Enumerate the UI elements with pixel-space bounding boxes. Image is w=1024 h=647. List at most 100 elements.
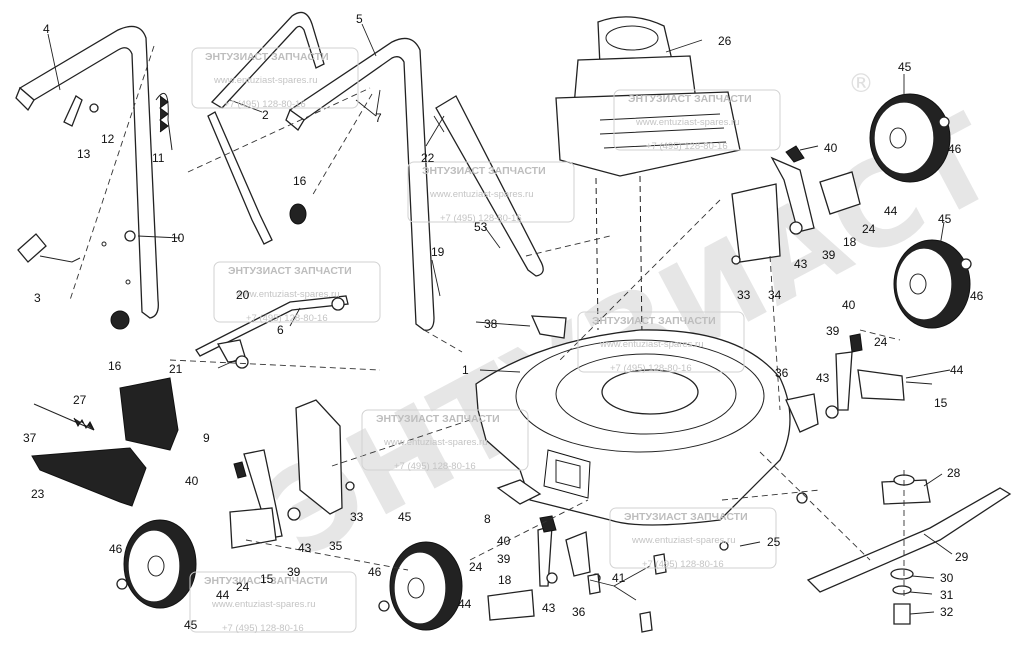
callout-27: 27 — [73, 393, 87, 407]
watermark-phone: +7 (495) 128-80-16 — [642, 559, 724, 570]
rear-right-adjuster — [731, 145, 861, 265]
bolt-32 — [893, 603, 911, 625]
watermark-site: www.entuziast-spares.ru — [429, 189, 533, 200]
wheel-bottom-left — [116, 519, 197, 609]
callout-45d: 45 — [184, 618, 198, 632]
callout-40b: 40 — [842, 298, 856, 312]
rod-37 — [33, 403, 95, 431]
watermark-phone: +7 (495) 128-80-16 — [246, 313, 328, 324]
callout-39d: 39 — [287, 565, 301, 579]
callout-21: 21 — [169, 362, 183, 376]
callout-11: 11 — [152, 151, 165, 165]
watermark-title: ЭНТУЗИАСТ ЗАПЧАСТИ — [376, 413, 500, 425]
watermark-box-2: ЭНТУЗИАСТ ЗАПЧАСТИ www.entuziast-spares.… — [613, 89, 781, 152]
callout-15a: 15 — [934, 396, 948, 410]
watermark-box-4: ЭНТУЗИАСТ ЗАПЧАСТИ www.entuziast-spares.… — [213, 261, 381, 324]
callout-44c: 44 — [458, 597, 472, 611]
callout-7: 7 — [375, 111, 382, 125]
spring-27 — [73, 417, 95, 431]
registered-mark: ® — [848, 69, 874, 99]
watermark-title: ЭНТУЗИАСТ ЗАПЧАСТИ — [228, 265, 352, 277]
knob-16b — [110, 310, 130, 330]
callout-23: 23 — [31, 487, 45, 501]
watermark-box-5: ЭНТУЗИАСТ ЗАПЧАСТИ www.entuziast-spares.… — [577, 311, 745, 374]
callout-6: 6 — [277, 323, 284, 337]
spring-11 — [159, 95, 169, 133]
watermark-phone: +7 (495) 128-80-16 — [224, 99, 306, 110]
bolt-41c — [639, 611, 653, 633]
watermark-phone: +7 (495) 128-80-16 — [394, 461, 476, 472]
latch-8 — [496, 479, 542, 505]
callout-28: 28 — [947, 466, 961, 480]
callout-46c: 46 — [368, 565, 382, 579]
rear-flap-9 — [119, 377, 179, 451]
callout-18b: 18 — [498, 573, 512, 587]
watermark-title: ЭНТУЗИАСТ ЗАПЧАСТИ — [204, 575, 328, 587]
watermark-title: ЭНТУЗИАСТ ЗАПЧАСТИ — [422, 165, 546, 177]
callout-2: 2 — [262, 108, 269, 122]
blade-29 — [806, 487, 1012, 593]
washer-31 — [892, 585, 912, 595]
callout-39a: 39 — [822, 248, 836, 262]
callout-26: 26 — [718, 34, 732, 48]
wheel-bottom-center — [378, 541, 463, 631]
callout-38: 38 — [484, 317, 498, 331]
watermark-title: ЭНТУЗИАСТ ЗАПЧАСТИ — [624, 511, 748, 523]
callout-36a: 36 — [775, 366, 789, 380]
watermark-site: www.entuziast-spares.ru — [235, 289, 339, 300]
callout-39b: 39 — [826, 324, 840, 338]
watermark-box-8: ЭНТУЗИАСТ ЗАПЧАСТИ www.entuziast-spares.… — [189, 571, 357, 634]
watermark-site: www.entuziast-spares.ru — [631, 535, 735, 546]
callout-33a: 33 — [737, 288, 751, 302]
callout-44b: 44 — [950, 363, 964, 377]
watermark-phone: +7 (495) 128-80-16 — [610, 363, 692, 374]
callout-46d: 46 — [109, 542, 123, 556]
callout-43a: 43 — [794, 257, 808, 271]
lever-13 — [63, 95, 83, 127]
mower-deck-1 — [475, 329, 791, 526]
watermark-box-3: ЭНТУЗИАСТ ЗАПЧАСТИ www.entuziast-spares.… — [407, 161, 575, 224]
watermark-phone: +7 (495) 128-80-16 — [222, 623, 304, 634]
callout-43b: 43 — [816, 371, 830, 385]
callout-9: 9 — [203, 431, 210, 445]
washer-30 — [890, 568, 914, 580]
callout-45a: 45 — [898, 60, 912, 74]
callout-22: 22 — [421, 151, 435, 165]
callout-18a: 18 — [843, 235, 857, 249]
callout-39c: 39 — [497, 552, 511, 566]
watermark-phone: +7 (495) 128-80-16 — [646, 141, 728, 152]
callout-3: 3 — [34, 291, 41, 305]
plate-38 — [530, 315, 567, 339]
callout-24b: 24 — [874, 335, 888, 349]
callout-32: 32 — [940, 605, 954, 619]
callout-13: 13 — [77, 147, 91, 161]
callout-44a: 44 — [884, 204, 898, 218]
callout-33b: 33 — [350, 510, 364, 524]
knob-16a — [289, 203, 307, 225]
callout-15b: 15 — [260, 572, 274, 586]
callout-labels: 1 2 3 4 5 6 7 8 9 10 11 12 13 15 15 16 1… — [23, 12, 984, 632]
callout-46b: 46 — [970, 289, 984, 303]
callout-16b: 16 — [108, 359, 122, 373]
callout-8: 8 — [484, 512, 491, 526]
handle-lower-right — [435, 95, 544, 277]
callout-20: 20 — [236, 288, 250, 302]
callout-43d: 43 — [298, 541, 312, 555]
callout-24a: 24 — [862, 222, 876, 236]
callout-29: 29 — [955, 550, 969, 564]
nut-25b — [719, 541, 729, 551]
watermark-phone: +7 (495) 128-80-16 — [440, 213, 522, 224]
watermark-site: www.entuziast-spares.ru — [383, 437, 487, 448]
assembly-lines — [69, 45, 901, 571]
lower-handle — [15, 25, 159, 319]
watermark-box-6: ЭНТУЗИАСТ ЗАПЧАСТИ www.entuziast-spares.… — [361, 409, 529, 472]
callout-40d: 40 — [185, 474, 199, 488]
watermark-site: www.entuziast-spares.ru — [211, 599, 315, 610]
knob-3 — [17, 233, 47, 263]
callout-43c: 43 — [542, 601, 556, 615]
callout-41: 41 — [612, 571, 626, 585]
watermark-site: www.entuziast-spares.ru — [635, 117, 739, 128]
handle-bar-mid — [207, 11, 325, 245]
callout-45b: 45 — [938, 212, 952, 226]
callout-24c: 24 — [469, 560, 483, 574]
